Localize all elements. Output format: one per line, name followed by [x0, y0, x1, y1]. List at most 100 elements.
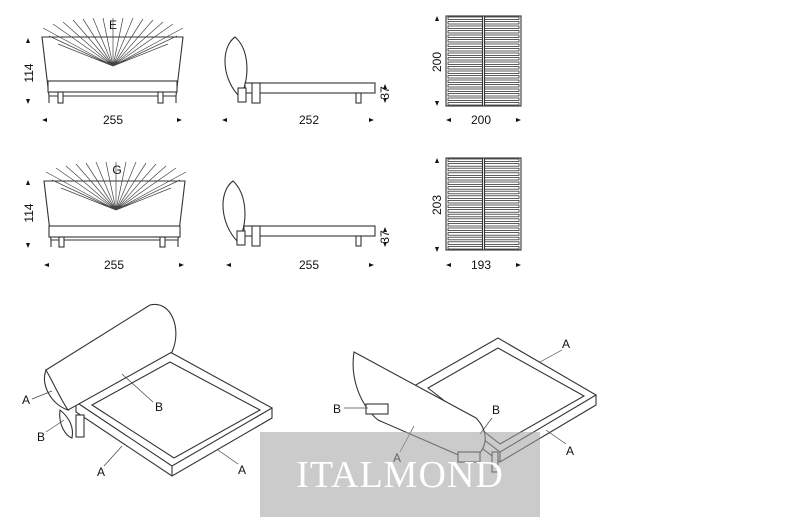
front-height-g: 114	[22, 203, 36, 222]
slat	[484, 84, 520, 88]
slat	[484, 232, 520, 236]
iso-bed-left: A B B A A	[22, 304, 274, 479]
slat	[484, 163, 520, 167]
side-width-row2: 255	[299, 258, 319, 272]
slat	[484, 195, 520, 199]
slat	[484, 57, 520, 61]
slat	[484, 245, 520, 250]
iso-left-label-b1: B	[155, 400, 163, 414]
slat	[484, 227, 520, 231]
slat	[447, 30, 483, 34]
front-height-e: 114	[22, 63, 36, 82]
slat-divider	[481, 158, 486, 250]
side-width-row1: 252	[299, 113, 319, 127]
slat-divider	[481, 16, 486, 106]
front-width-g: 255	[104, 258, 124, 272]
front-width-e: 255	[103, 113, 123, 127]
slats-row1: 200 200	[430, 15, 522, 127]
slat	[484, 43, 520, 47]
slat	[484, 16, 520, 20]
slat	[447, 102, 483, 106]
watermark: ITALMOND	[260, 432, 540, 517]
slat	[447, 195, 483, 199]
slat	[484, 209, 520, 213]
slat	[484, 61, 520, 65]
slat	[447, 57, 483, 61]
slat	[447, 204, 483, 208]
front-letter-g: G	[112, 163, 121, 177]
slat	[447, 190, 483, 195]
slat	[447, 236, 483, 241]
slat	[484, 52, 520, 56]
slat	[447, 181, 483, 185]
iso-right-label-a1: A	[562, 337, 570, 351]
slat	[447, 93, 483, 97]
slat	[447, 21, 483, 25]
slat	[484, 88, 520, 92]
slats-width-row2: 193	[471, 258, 491, 272]
slats-height-row2: 203	[430, 195, 444, 215]
side-leg-row2: 37	[378, 230, 392, 244]
watermark-text: ITALMOND	[296, 453, 504, 496]
slat	[447, 209, 483, 213]
slat	[447, 163, 483, 167]
slat	[447, 43, 483, 47]
slat	[484, 222, 520, 227]
slat	[484, 66, 520, 70]
slat	[447, 66, 483, 70]
slat	[484, 204, 520, 208]
iso-right-label-a3: A	[566, 444, 574, 458]
slat	[484, 39, 520, 43]
slat	[484, 190, 520, 195]
slat	[484, 93, 520, 97]
side-view-row1: 37 252	[222, 36, 392, 127]
slat	[447, 222, 483, 227]
slat	[447, 232, 483, 236]
slat	[447, 52, 483, 56]
slat	[447, 97, 483, 101]
slat	[484, 176, 520, 181]
slats-width-row1: 200	[471, 113, 491, 127]
slat	[484, 167, 520, 172]
slat	[484, 186, 520, 190]
iso-right-label-b2: B	[492, 403, 500, 417]
slat	[447, 88, 483, 92]
slat	[447, 245, 483, 250]
side-view-row2: 37 255	[222, 180, 392, 272]
iso-left-label-a2: A	[97, 465, 105, 479]
slat	[484, 48, 520, 52]
iso-left-label-a1: A	[22, 393, 30, 407]
slat	[447, 158, 483, 162]
slat	[484, 236, 520, 241]
slat	[447, 75, 483, 79]
slat	[447, 167, 483, 172]
slat	[447, 70, 483, 74]
slat	[484, 172, 520, 176]
slat	[447, 25, 483, 29]
slat	[484, 34, 520, 38]
slat	[484, 30, 520, 34]
slat	[484, 25, 520, 29]
slat	[447, 227, 483, 231]
slat	[447, 199, 483, 204]
slat	[484, 70, 520, 74]
iso-right-label-b1: B	[333, 402, 341, 416]
slat	[484, 199, 520, 204]
slat	[484, 213, 520, 218]
slat	[447, 61, 483, 65]
slat	[447, 213, 483, 218]
slat	[447, 16, 483, 20]
iso-left-label-a3: A	[238, 463, 246, 477]
slat	[484, 97, 520, 101]
slat	[484, 181, 520, 185]
slat	[447, 48, 483, 52]
iso-left-label-b2: B	[37, 430, 45, 444]
slats-row2: 203 193	[430, 157, 522, 272]
slat	[447, 172, 483, 176]
slat	[447, 84, 483, 88]
slats-height-row1: 200	[430, 52, 444, 72]
side-leg-row1: 37	[378, 86, 392, 100]
slat	[484, 102, 520, 106]
slat	[484, 75, 520, 79]
slat	[484, 241, 520, 245]
